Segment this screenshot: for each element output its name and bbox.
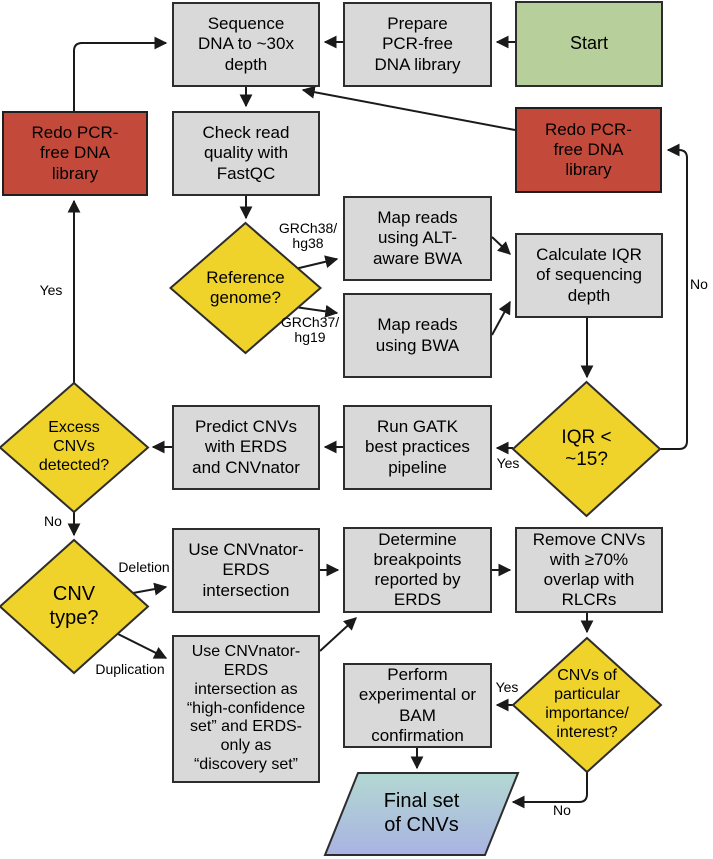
edge-label-excess-yes: Yes bbox=[39, 282, 63, 298]
edge-importance-no-to-final bbox=[511, 772, 588, 809]
edge-cnvtype-deletion bbox=[132, 582, 168, 596]
edge-map-bwa-to-iqr bbox=[491, 300, 511, 336]
edge-redo-left-to-sequence bbox=[73, 36, 168, 111]
excess-cnvs-diamond-shape bbox=[0, 381, 150, 514]
node-use-intersection-discovery: Use CNVnator- ERDS intersection as “high… bbox=[172, 635, 320, 783]
node-predict-cnvs: Predict CNVs with ERDS and CNVnator bbox=[172, 405, 320, 490]
edge-label-iqr-yes: Yes bbox=[496, 455, 520, 471]
node-calculate-iqr: Calculate IQR of sequencing depth bbox=[515, 233, 663, 318]
node-check-quality: Check read quality with FastQC bbox=[172, 111, 320, 196]
node-sequence-dna: Sequence DNA to ~30x depth bbox=[172, 2, 320, 87]
edge-reference-to-map-bwa bbox=[294, 304, 339, 318]
decision-iqr: IQR < ~15? bbox=[561, 426, 612, 470]
iqr-diamond-shape bbox=[511, 380, 662, 518]
edge-label-excess-no: No bbox=[44, 513, 62, 529]
node-map-bwa: Map reads using BWA bbox=[343, 293, 492, 378]
node-use-intersection: Use CNVnator- ERDS intersection bbox=[172, 528, 320, 613]
final-set-parallelogram-shape bbox=[323, 772, 520, 856]
node-perform-confirmation: Perform experimental or BAM confirmation bbox=[343, 663, 492, 748]
node-run-gatk: Run GATK best practices pipeline bbox=[343, 405, 492, 490]
edge-label-grch38: GRCh38/ hg38 bbox=[278, 220, 338, 252]
edge-label-grch37: GRCh37/ hg19 bbox=[280, 314, 340, 346]
cnv-type-diamond-shape bbox=[0, 538, 150, 675]
edge-label-importance-yes: Yes bbox=[495, 679, 519, 695]
node-remove-rlcr: Remove CNVs with ≥70% overlap with RLCRs bbox=[515, 527, 663, 613]
edge-label-duplication: Duplication bbox=[95, 661, 165, 677]
edge-reference-to-map-alt bbox=[294, 255, 339, 270]
edge-label-deletion: Deletion bbox=[118, 559, 170, 575]
node-start: Start bbox=[515, 1, 663, 87]
node-determine-breakpoints: Determine breakpoints reported by ERDS bbox=[343, 527, 492, 613]
edge-label-importance-no: No bbox=[553, 802, 571, 818]
edge-redo-right-to-sequence bbox=[301, 85, 516, 131]
edge-cnvtype-duplication bbox=[117, 633, 168, 659]
edge-map-alt-to-iqr bbox=[491, 236, 511, 255]
terminal-final-set: Final set of CNVs bbox=[383, 790, 460, 836]
decision-excess-cnvs: Excess CNVs detected? bbox=[38, 419, 110, 474]
decision-cnvs-importance: CNVs of particular importance/ interest? bbox=[545, 667, 629, 741]
node-prepare-library: Prepare PCR-free DNA library bbox=[343, 2, 492, 87]
node-redo-library-left: Redo PCR- free DNA library bbox=[2, 111, 148, 196]
importance-diamond-shape bbox=[511, 636, 663, 774]
edge-iqr-no-to-redo-right bbox=[660, 143, 688, 450]
decision-cnv-type: CNV type? bbox=[49, 582, 99, 629]
decision-reference-genome: Reference genome? bbox=[206, 267, 285, 307]
edge-discovery-to-breakpoints bbox=[319, 617, 357, 652]
reference-genome-diamond-shape bbox=[168, 221, 323, 355]
node-map-alt-bwa: Map reads using ALT- aware BWA bbox=[343, 196, 492, 281]
node-redo-library-right: Redo PCR- free DNA library bbox=[515, 107, 662, 193]
edge-label-iqr-no: No bbox=[690, 276, 708, 292]
